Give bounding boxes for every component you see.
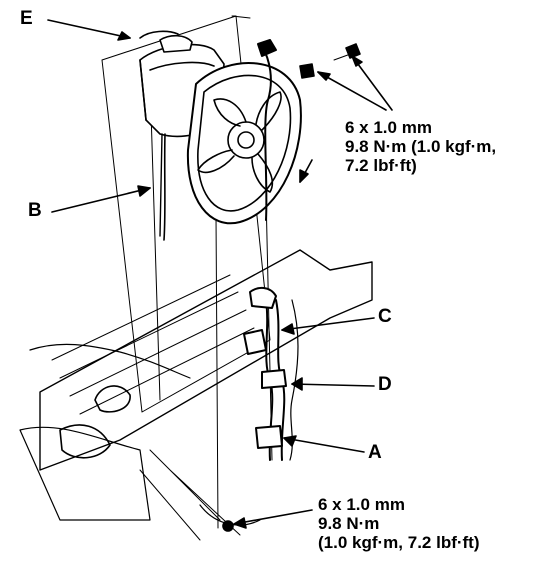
mounting-bolts <box>299 43 361 79</box>
callout-d: D <box>378 374 392 395</box>
leader-lines <box>47 19 393 529</box>
torque-spec-upper: 6 x 1.0 mm 9.8 N·m (1.0 kgf·m, 7.2 lbf·f… <box>345 118 496 175</box>
hose-fitting <box>59 424 111 459</box>
radiator-cap <box>94 385 131 413</box>
upper-bracket <box>249 286 277 309</box>
clip-d <box>261 369 287 389</box>
torque-upper-value-alt: 7.2 lbf·ft) <box>345 156 417 176</box>
callout-b: B <box>28 200 42 221</box>
callout-e: E <box>20 8 33 29</box>
fan-blade <box>213 98 247 127</box>
fan-blade <box>255 91 282 131</box>
lower-bolt <box>222 520 234 532</box>
torque-spec-lower: 6 x 1.0 mm 9.8 N·m (1.0 kgf·m, 7.2 lbf·f… <box>318 495 480 552</box>
reservoir-cap <box>159 34 193 53</box>
torque-lower-value-alt: (1.0 kgf·m, 7.2 lbf·ft) <box>318 533 480 553</box>
callout-a: A <box>368 442 382 463</box>
torque-lower-value: 9.8 N·m <box>318 514 380 534</box>
fan-blade <box>197 149 235 174</box>
overflow-tube <box>139 30 179 39</box>
fan-shroud <box>186 62 302 225</box>
fan-wiring-harness <box>243 39 299 461</box>
clip-c <box>243 329 267 355</box>
bolt-icon <box>299 63 315 79</box>
radiator-assembly <box>19 249 373 541</box>
torque-upper-value: 9.8 N·m (1.0 kgf·m, <box>345 137 497 157</box>
connector-a <box>255 425 283 449</box>
torque-lower-size: 6 x 1.0 mm <box>318 495 405 514</box>
torque-upper-size: 6 x 1.0 mm <box>345 118 432 137</box>
callout-c: C <box>378 306 392 327</box>
